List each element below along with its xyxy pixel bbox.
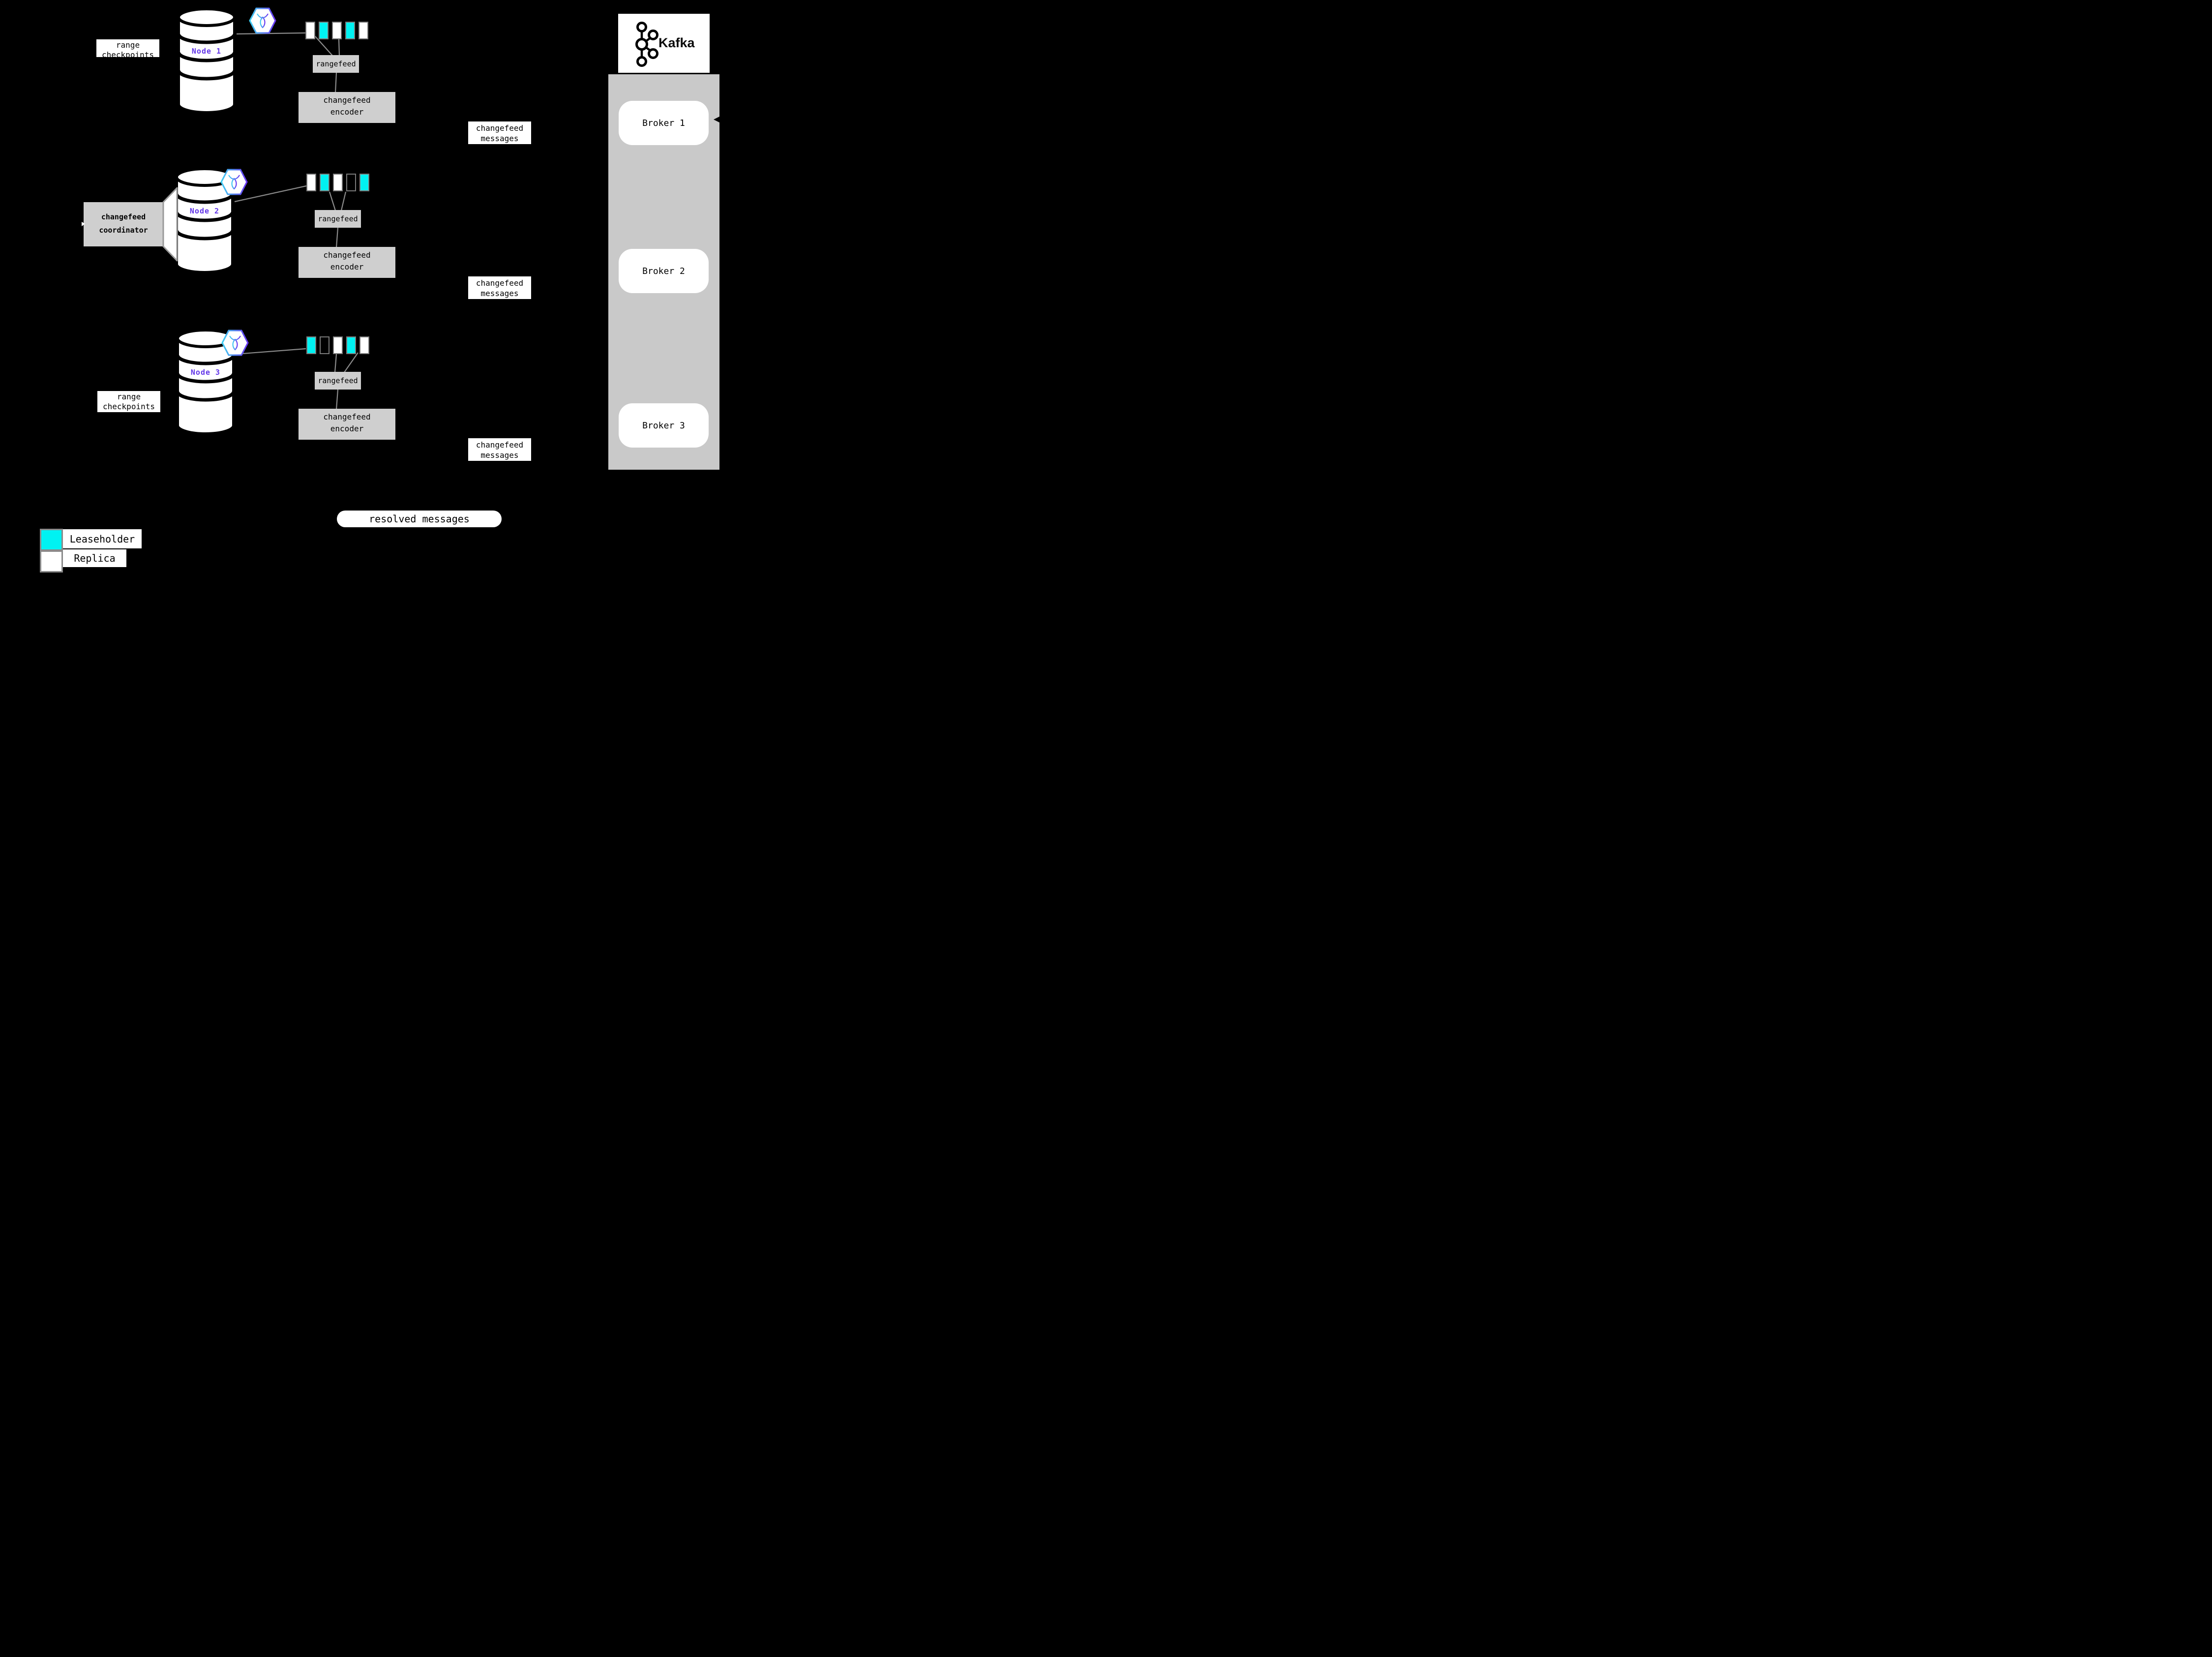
legend-replica-swatch (40, 550, 63, 572)
node2-database-cylinder (175, 167, 234, 274)
node2-changefeed-messages-label: changefeed messages (468, 276, 531, 299)
coordinator-line1: changefeed (101, 212, 146, 221)
changefeed-coordinator-box: changefeed coordinator (84, 202, 163, 246)
node2-range-squares (306, 174, 369, 191)
node3-changefeed-messages-label: changefeed messages (468, 438, 531, 461)
cockroachdb-hexagon-icon (249, 7, 276, 34)
encoder-line1: changefeed (323, 95, 371, 105)
broker-2: Broker 2 (619, 249, 709, 293)
resolved-messages-pill: resolved messages (337, 511, 502, 527)
node1-rangefeed-box: rangefeed (313, 55, 359, 73)
range-square-leaseholder (359, 174, 369, 191)
range-square-replica (359, 336, 369, 354)
node3-range-squares (306, 336, 369, 354)
range-square-replica (305, 22, 315, 39)
messages-line2: messages (480, 289, 519, 298)
encoder-line1: changefeed (323, 412, 371, 422)
checkpoints-line1: range (116, 40, 140, 50)
broker-1: Broker 1 (619, 101, 709, 145)
node3-changefeed-encoder-box: changefeed encoder (299, 409, 395, 440)
changefeed-architecture-diagram: Node 1 rangefeed changefeed encoder chan… (0, 0, 771, 577)
node3-database-cylinder (176, 329, 235, 435)
messages-line1: changefeed (476, 278, 524, 288)
range-square-replica (359, 22, 368, 39)
legend-replica-label: Replica (63, 549, 126, 567)
line-range2-to-rangefeed2 (329, 191, 336, 211)
cockroachdb-hexagon-icon (221, 330, 249, 356)
coordinator-line2: coordinator (99, 226, 148, 235)
node1-changefeed-encoder-box: changefeed encoder (299, 92, 395, 123)
line-range5-to-rangefeed3 (344, 352, 359, 373)
line-rangefeed3-to-encoder3 (335, 389, 339, 410)
range-square-leaseholder (319, 22, 329, 39)
node3-label: Node 3 (190, 368, 221, 377)
range-square-replica (333, 336, 343, 354)
encoder-line2: encoder (330, 107, 364, 117)
node3-rangefeed-box: rangefeed (315, 372, 361, 390)
line-range3-to-rangefeed3 (334, 354, 337, 373)
checkpoints-line1: range (117, 392, 141, 401)
range-square-leaseholder (320, 174, 329, 191)
line-rangefeed2-to-encoder2 (335, 227, 339, 248)
node1-changefeed-messages-label: changefeed messages (468, 121, 531, 144)
node1-label: Node 1 (191, 47, 222, 56)
encoder-line2: encoder (330, 262, 364, 271)
checkpoints-line2: checkpoints (103, 402, 155, 411)
cockroachdb-hexagon-icon (220, 169, 248, 195)
broker-3: Broker 3 (619, 403, 709, 448)
messages-line2: messages (480, 451, 519, 460)
node2-changefeed-encoder-box: changefeed encoder (299, 247, 395, 278)
range-square-leaseholder (346, 336, 356, 354)
kafka-title: Kafka (658, 35, 695, 50)
messages-line1: changefeed (476, 440, 524, 450)
range-checkpoints-label-bottom: range checkpoints (97, 391, 160, 412)
line-range4-to-rangefeed2 (340, 191, 347, 211)
range-square-replica (332, 22, 342, 39)
encoder-line2: encoder (330, 424, 364, 433)
range-square-leaseholder (345, 22, 355, 39)
node1-database-cylinder (177, 7, 236, 114)
legend-leaseholder-label: Leaseholder (63, 529, 142, 548)
messages-line2: messages (480, 134, 519, 143)
legend-leaseholder-swatch (40, 529, 63, 551)
range-square-replica (306, 174, 316, 191)
kafka-logo-box: Kafka (618, 14, 710, 73)
line-rangefeed1-to-encoder1 (334, 72, 337, 93)
range-square-empty (346, 174, 356, 191)
range-checkpoints-label-top: range checkpoints (96, 39, 159, 57)
node2-rangefeed-box: rangefeed (315, 210, 361, 228)
node1-range-squares (305, 22, 368, 39)
node2-label: Node 2 (189, 207, 220, 215)
kafka-logo-icon (635, 22, 658, 67)
encoder-line1: changefeed (323, 250, 371, 260)
messages-line1: changefeed (476, 123, 524, 133)
checkpoints-line2: checkpoints (102, 50, 154, 57)
range-square-replica (333, 174, 343, 191)
range-square-leaseholder (306, 336, 316, 354)
range-square-empty (320, 336, 329, 354)
